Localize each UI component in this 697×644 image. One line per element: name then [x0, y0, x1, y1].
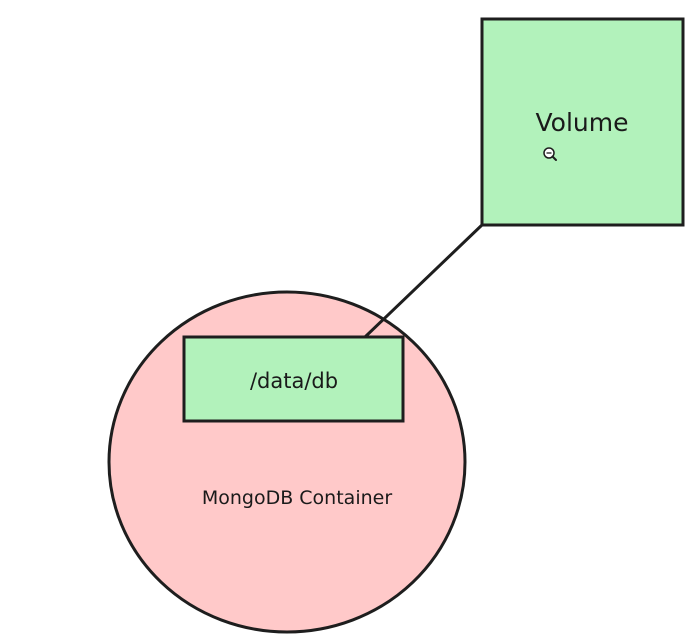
mount-path-box — [182, 335, 405, 423]
volume-label: Volume — [536, 108, 629, 137]
mount-path-label: /data/db — [250, 369, 338, 393]
mongodb-container-label: MongoDB Container — [202, 487, 392, 509]
volume-connector-line — [363, 222, 485, 339]
zoom-out-icon — [543, 147, 557, 161]
volume-box — [480, 17, 685, 227]
